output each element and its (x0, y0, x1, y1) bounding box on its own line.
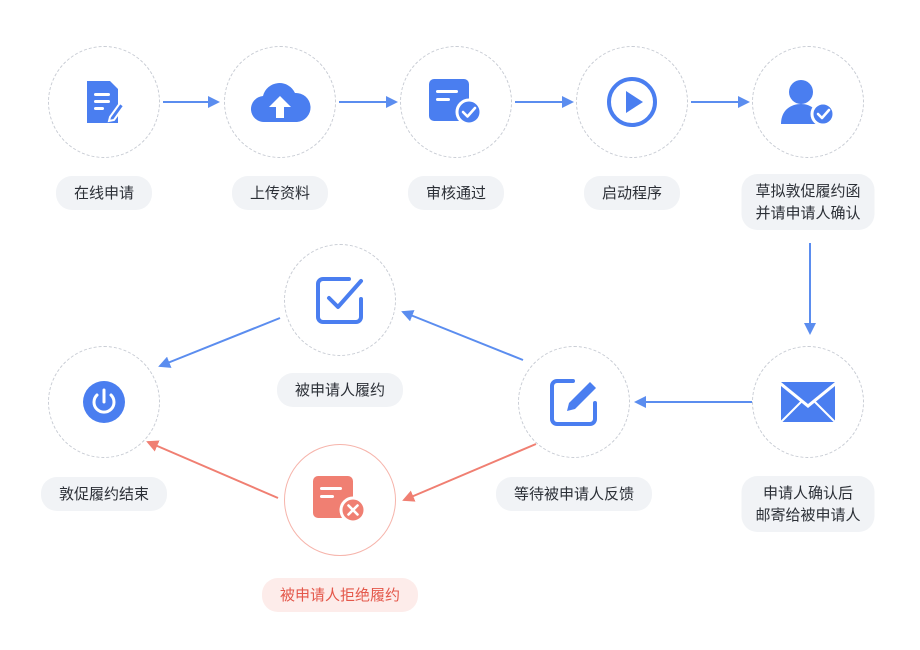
node-upload-docs (224, 46, 336, 158)
label-mail-to-respondent: 申请人确认后 邮寄给被申请人 (741, 476, 875, 532)
label-mail-line2: 邮寄给被申请人 (755, 506, 861, 524)
node-draft-letter (752, 46, 864, 158)
label-upload-docs: 上传资料 (231, 176, 329, 210)
label-start-procedure: 启动程序 (583, 176, 681, 210)
node-review-pass (400, 46, 512, 158)
power-icon (83, 381, 125, 423)
arrow-await-to-perform (401, 310, 524, 361)
node-apply-online (48, 46, 160, 158)
label-urging-ends: 敦促履约结束 (40, 477, 168, 511)
arrow-perform-to-end (158, 317, 281, 368)
node-await-feedback (518, 346, 630, 458)
node-respondent-refuses (284, 444, 396, 556)
label-draft-letter-line2: 并请申请人确认 (755, 204, 861, 222)
label-respondent-refuses: 被申请人拒绝履约 (261, 578, 419, 612)
edit-square-icon (550, 379, 597, 426)
cloud-upload-icon (250, 83, 311, 123)
label-review-pass: 审核通过 (407, 176, 505, 210)
arrow-refuse-to-end (146, 440, 279, 499)
label-apply-online: 在线申请 (55, 176, 153, 210)
label-mail-line1: 申请人确认后 (762, 484, 854, 502)
checkbox-icon (316, 277, 363, 324)
node-start-procedure (576, 46, 688, 158)
user-check-icon (781, 80, 836, 127)
label-await-feedback: 等待被申请人反馈 (495, 477, 653, 511)
envelope-icon (780, 382, 836, 423)
node-urging-ends (48, 346, 160, 458)
label-respondent-performs: 被申请人履约 (276, 373, 404, 407)
node-mail-to-respondent (752, 346, 864, 458)
document-edit-icon (87, 81, 124, 123)
approved-form-icon (429, 79, 483, 126)
label-draft-letter-line1: 草拟敦促履约函 (755, 182, 861, 200)
play-icon (607, 77, 657, 127)
arrow-await-to-refuse (402, 443, 537, 502)
label-draft-letter: 草拟敦促履约函 并请申请人确认 (741, 174, 875, 230)
rejected-form-icon (313, 476, 367, 524)
node-respondent-performs (284, 244, 396, 356)
